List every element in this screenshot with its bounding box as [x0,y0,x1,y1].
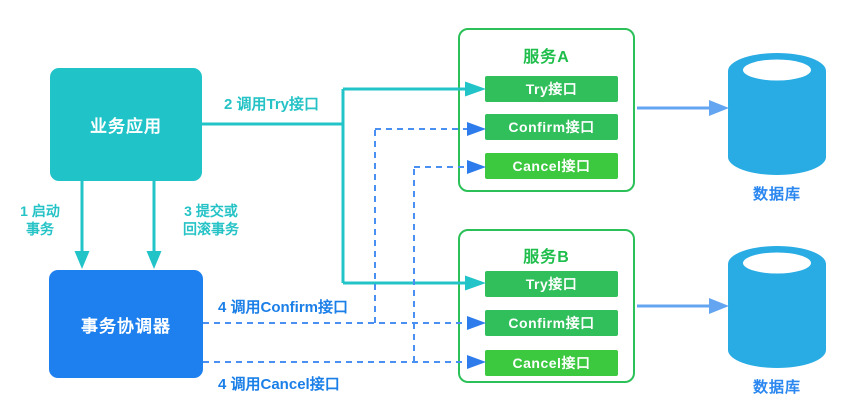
edge-call-cancel [203,166,468,363]
edge-service-to-db-arrowheads [709,100,729,314]
edge-call-try [202,87,466,285]
edge-label-call-cancel: 4 调用Cancel接口 [218,376,340,393]
service-b-node: 服务B Try接口 Confirm接口 Cancel接口 [458,229,635,383]
business-app-node: 业务应用 [50,68,202,181]
edge-label-start-transaction: 1 启动 事务 [20,203,60,238]
service-b-cancel-interface: Cancel接口 [485,350,618,376]
edge-start-and-commit [80,181,156,252]
service-a-try-interface: Try接口 [485,76,618,102]
edge-label-commit-or-rollback: 3 提交或 回滚事务 [183,203,239,238]
database-a: 数据库 [727,52,827,204]
database-b-label: 数据库 [752,379,801,396]
database-icon [728,246,826,368]
business-app-label: 业务应用 [90,117,162,136]
service-b-confirm-interface: Confirm接口 [485,310,618,336]
database-a-label: 数据库 [752,186,801,203]
edge-service-to-db [637,106,710,308]
edge-label-call-confirm: 4 调用Confirm接口 [218,299,349,316]
service-a-node: 服务A Try接口 Confirm接口 Cancel接口 [458,28,635,192]
service-a-title: 服务A [523,49,570,66]
database-b: 数据库 [727,245,827,397]
coordinator-label: 事务协调器 [81,316,171,336]
edge-label-call-try: 2 调用Try接口 [224,96,320,113]
service-b-title: 服务B [523,249,570,266]
coordinator-node: 事务协调器 [49,270,203,378]
edge-start-and-commit-arrowheads [74,251,162,269]
service-a-confirm-interface: Confirm接口 [485,114,618,140]
service-a-cancel-interface: Cancel接口 [485,153,618,179]
database-icon [728,53,826,175]
service-b-try-interface: Try接口 [485,271,618,297]
